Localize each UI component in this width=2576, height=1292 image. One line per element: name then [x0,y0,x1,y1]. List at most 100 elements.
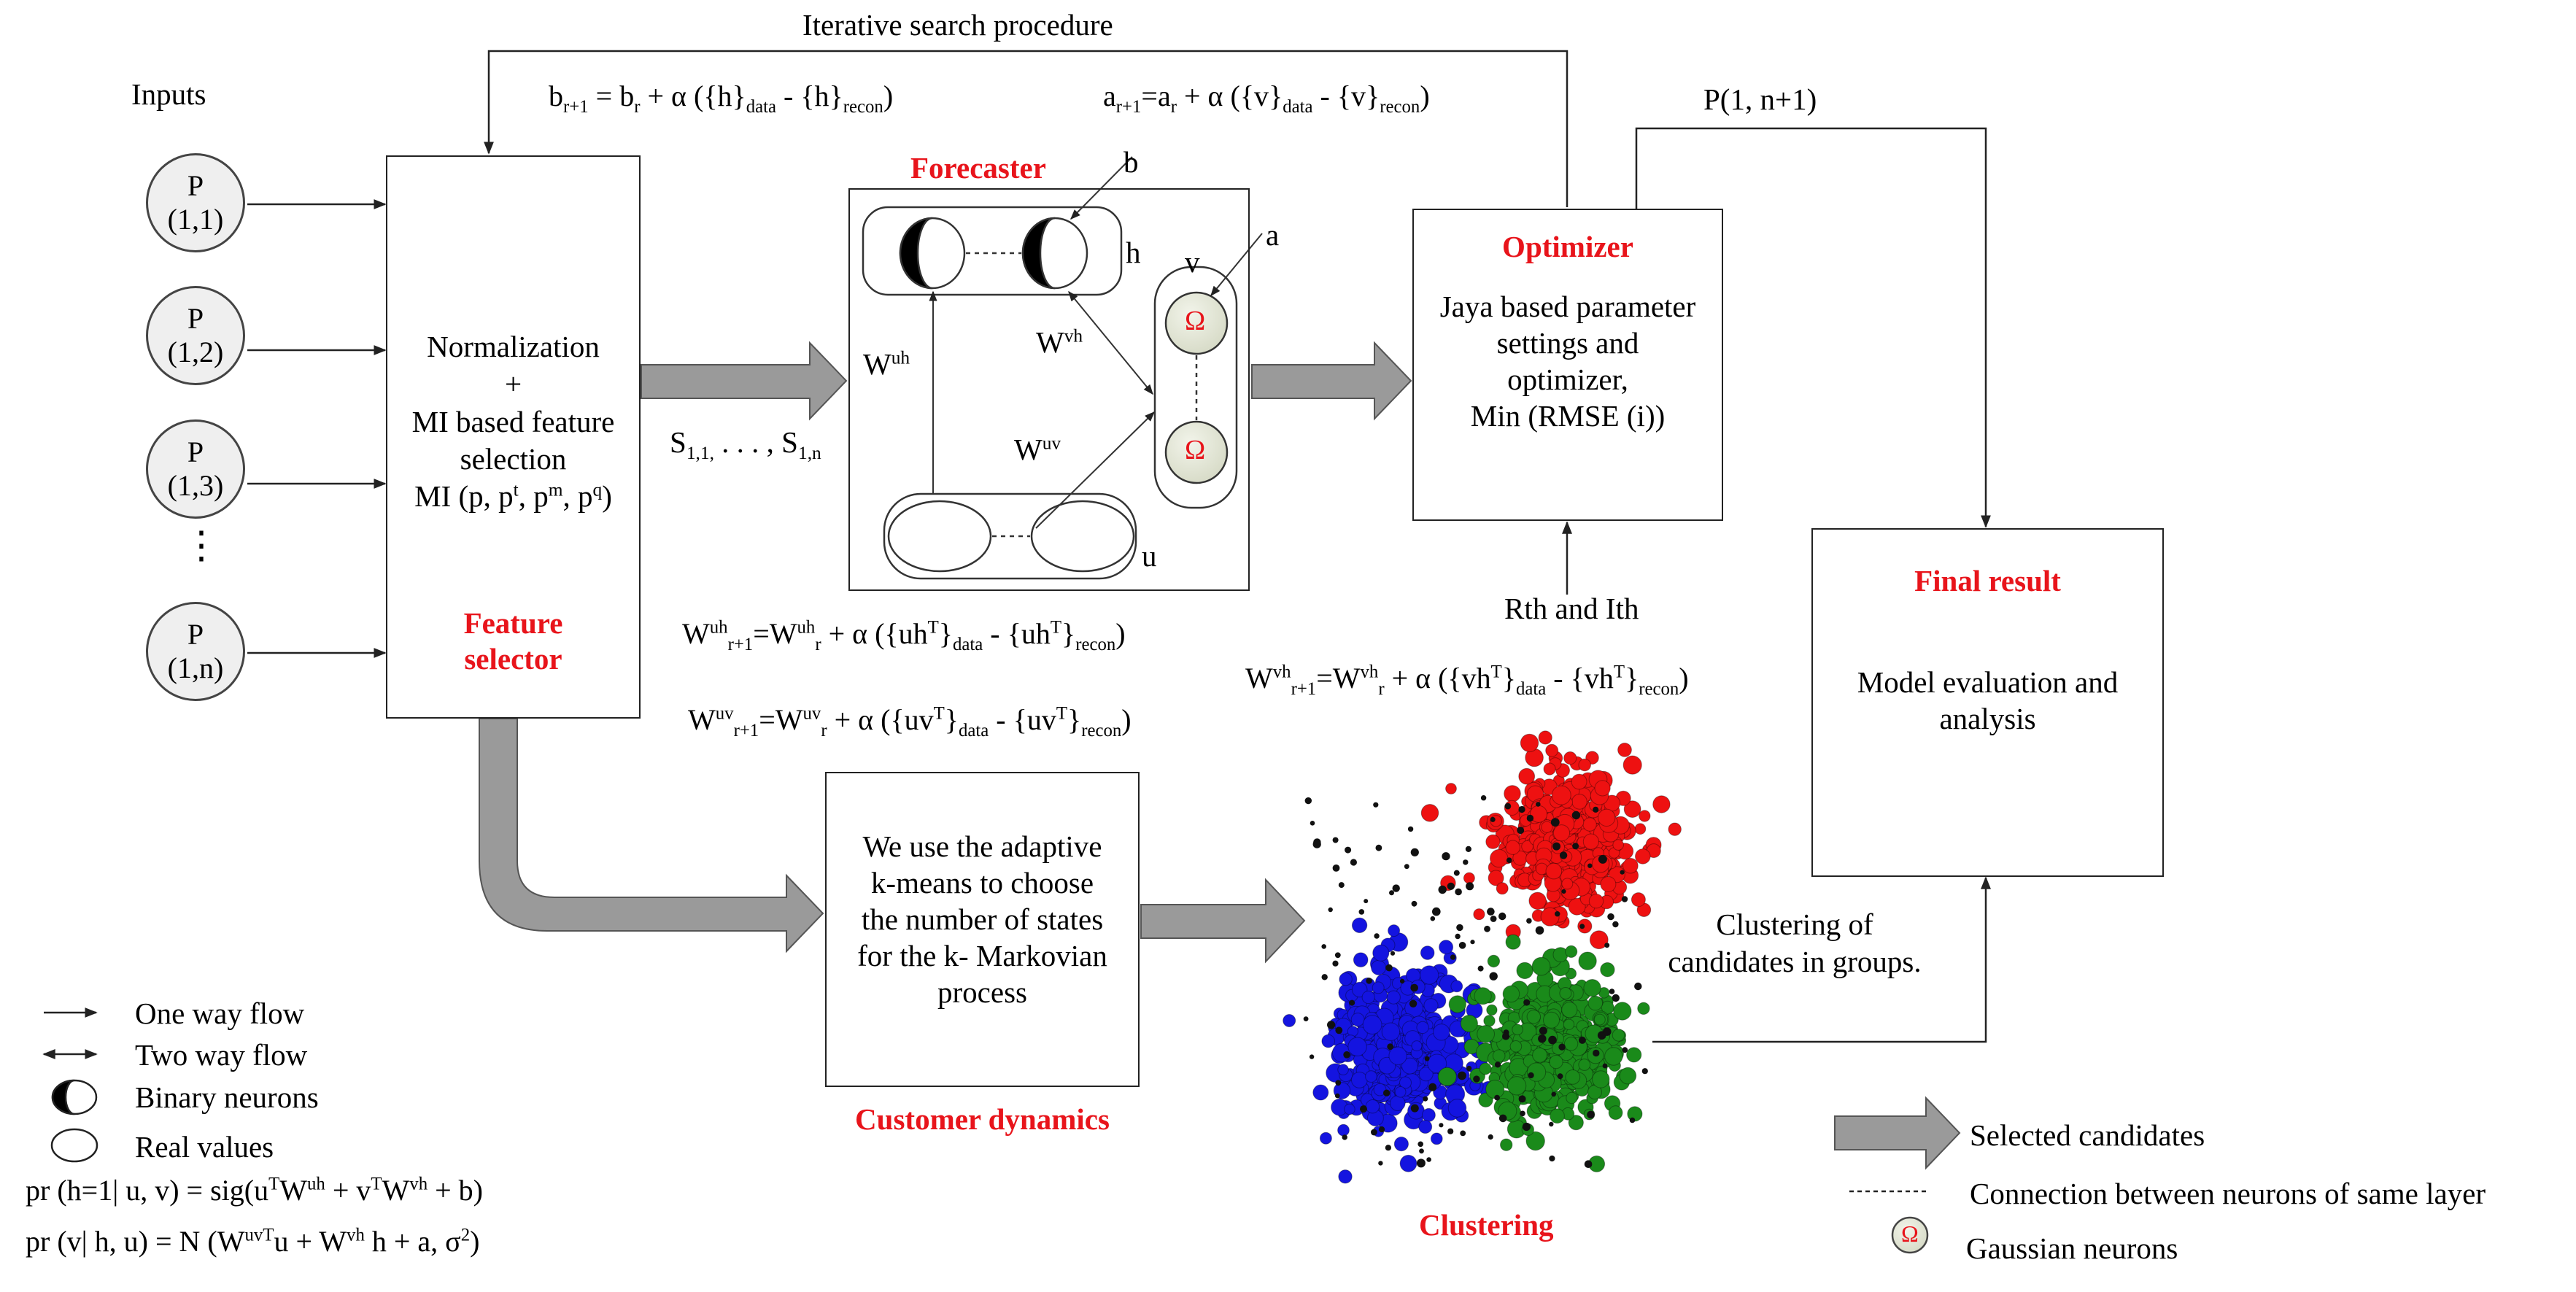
noise-point [1612,921,1619,928]
visible-layer-label: v [1185,245,1200,279]
bias-a-label: a [1266,218,1280,252]
noise-point [1410,983,1418,992]
noise-point [1390,951,1396,956]
cluster-point [1583,979,1601,997]
green-cluster [1437,934,1650,1172]
cluster-point [1668,822,1682,836]
noise-point [1375,844,1382,851]
cluster-point [1617,743,1632,757]
legend-left-icons [42,1007,98,1163]
cluster-point [1516,962,1533,980]
cluster-point [1321,1034,1335,1048]
noise-point [1458,942,1466,949]
legend-real-label: Real values [135,1130,274,1164]
noise-point [1498,912,1506,921]
cluster-point [1565,945,1578,959]
cluster-point [1631,892,1646,908]
noise-point [1343,1051,1350,1059]
w-uh-label: Wuh [863,347,910,381]
noise-point [1458,1071,1466,1080]
plus-label: + [504,367,522,401]
cluster-point [1521,840,1534,853]
cluster-point [1420,945,1435,960]
cluster-point [1551,785,1571,805]
bias-b-label: b [1123,145,1139,179]
noise-point [1536,802,1541,807]
noise-point [1383,1089,1391,1096]
block-arrow-feature-to-forecaster [641,341,848,421]
noise-point [1419,1148,1424,1154]
cluster-point [1504,785,1521,802]
noise-point [1364,899,1369,904]
noise-point [1602,1063,1608,1069]
forecaster-box [848,188,1250,591]
noise-point [1620,870,1625,875]
feature-selector-text: Normalization + MI based feature selecti… [386,328,641,515]
cluster-point [1460,1014,1479,1033]
cluster-point [1578,1059,1591,1071]
input-index-label: (1,3) [167,469,224,502]
cluster-point [1365,1099,1380,1114]
noise-point [1411,900,1417,907]
noise-point [1593,1049,1600,1057]
noise-point [1438,885,1447,894]
noise-point [1612,994,1620,1002]
cluster-point [1344,1103,1355,1115]
cluster-point [1589,930,1609,950]
cluster-point [1622,755,1642,775]
noise-point [1622,1047,1628,1053]
cluster-point [1520,733,1539,753]
cluster-point [1393,1137,1409,1152]
noise-point [1584,1160,1593,1168]
noise-point [1450,954,1456,960]
noise-point [1489,972,1498,980]
real-value-icon [50,1128,98,1163]
cluster-point [1390,1095,1406,1111]
cluster-point [1485,834,1501,849]
feature-selector-box [386,155,641,719]
noise-point [1528,1072,1534,1079]
optimizer-caption: Optimizer [1502,230,1633,263]
input-p-label: P [187,618,204,651]
noise-point [1629,1117,1636,1123]
noise-point [1460,1130,1466,1137]
s-sequence-label: S1,1, . . . , S1,n [670,425,821,464]
cluster-point [1372,944,1390,962]
cluster-point [1538,730,1552,745]
cluster-point [1362,1015,1382,1034]
noise-point [1399,978,1405,984]
legend-hidden-probability: pr (h=1| u, v) = sig(uTWuh + vTWvh + b) [26,1174,483,1207]
cluster-point [1561,1002,1578,1018]
noise-point [1342,1134,1347,1140]
cluster-point [1439,940,1454,955]
cluster-point [1404,999,1423,1018]
noise-point [1389,890,1394,896]
cluster-point [1608,1105,1623,1121]
input-index-label: (1,1) [167,203,224,236]
mi-formula: MI (p, pt, pm, pq) [414,479,612,513]
cluster-point [1487,954,1501,968]
noise-point [1453,870,1460,876]
input-index-label: (1,2) [167,336,224,368]
noise-point [1407,826,1414,832]
cluster-point [1531,956,1551,976]
cluster-point [1637,1002,1650,1016]
cluster-point [1540,907,1560,927]
w-vh-update-equation: Wvhr+1=Wvhr + α ({vhT}data - {vhT}recon) [1245,662,1689,699]
noise-point [1487,908,1495,916]
final-result-caption: Final result [1914,564,2061,597]
noise-point [1387,1043,1394,1051]
legend-connection-label: Connection between neurons of same layer [1970,1177,2486,1210]
noise-point [1404,864,1409,870]
noise-point [1504,802,1512,810]
noise-point [1447,882,1455,890]
noise-point [1416,1158,1426,1168]
noise-point [1332,837,1339,843]
cluster-point [1399,1076,1412,1089]
cluster-point [1525,1131,1545,1151]
cluster-point [1427,1053,1447,1074]
noise-point [1550,818,1560,827]
cluster-point [1381,1022,1401,1041]
cluster-point [1593,1013,1606,1026]
cluster-point [1386,990,1401,1005]
